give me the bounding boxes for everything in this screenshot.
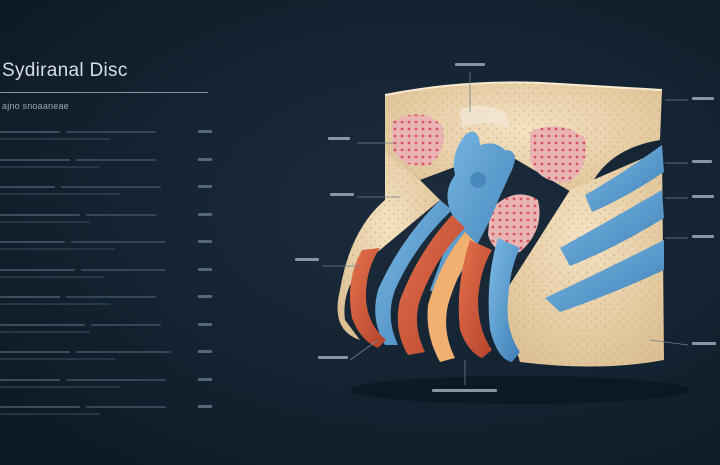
- legend-row-text: [0, 296, 60, 298]
- legend-row: [0, 238, 212, 250]
- marrow-cavities: [392, 114, 586, 254]
- legend-row-text: [0, 323, 85, 326]
- left-bone-wall: [337, 150, 440, 340]
- legend-row-subtext: [0, 248, 115, 250]
- legend-row-subtext: [0, 303, 110, 305]
- legend-row-text: [0, 268, 75, 271]
- legend-row-subtext: [0, 330, 90, 333]
- legend-row-text: [0, 213, 80, 216]
- diagram-title: Sydiranal Disc: [2, 60, 128, 81]
- legend-row-text: [81, 268, 166, 271]
- legend-row-value: [198, 212, 212, 216]
- legend-row-value: [198, 350, 212, 353]
- legend-row-value: [198, 322, 212, 326]
- annulus-layers: [349, 200, 520, 362]
- legend-row-subtext: [0, 385, 120, 388]
- legend-row-text: [86, 213, 156, 216]
- legend-row: [0, 321, 212, 333]
- legend-row-subtext: [0, 358, 115, 360]
- legend-row: [0, 211, 212, 223]
- legend-row: [0, 348, 212, 360]
- legend-row-value: [198, 130, 212, 133]
- legend-row-text: [66, 296, 156, 298]
- legend-row-text: [0, 378, 60, 381]
- legend-row-text: [0, 158, 70, 161]
- legend-row-text: [66, 131, 156, 133]
- legend-row-value: [198, 405, 212, 408]
- callout-lines: [322, 72, 689, 385]
- diagram-subtitle: ajno snoaaneae: [2, 101, 69, 111]
- legend-row-subtext: [0, 193, 120, 195]
- legend-row-text: [86, 406, 166, 408]
- legend-row-text: [91, 323, 161, 326]
- legend-row: [0, 293, 212, 305]
- legend-row-subtext: [0, 138, 110, 140]
- legend-row: [0, 376, 212, 388]
- legend-row-value: [198, 267, 212, 271]
- central-canal: [460, 105, 510, 128]
- legend-row-text: [0, 406, 80, 408]
- legend-row-text: [76, 158, 156, 161]
- legend-row-value: [198, 295, 212, 298]
- callout-labels: [295, 63, 716, 392]
- legend-row-subtext: [0, 165, 100, 168]
- upper-vertebra: [384, 81, 663, 200]
- legend-row-subtext: [0, 413, 100, 415]
- legend-row-subtext: [0, 275, 105, 278]
- legend-row-value: [198, 157, 212, 161]
- legend-row: [0, 266, 212, 278]
- legend-row-text: [0, 351, 70, 353]
- legend-row: [0, 403, 212, 415]
- legend-row-value: [198, 240, 212, 243]
- legend-row: [0, 183, 212, 195]
- legend-row-value: [198, 185, 212, 188]
- legend-row-text: [0, 186, 55, 188]
- legend-row-subtext: [0, 220, 90, 223]
- legend-row-text: [0, 131, 60, 133]
- disc-bands: [545, 145, 664, 312]
- legend-row-text: [76, 351, 171, 353]
- legend-row: [0, 128, 212, 140]
- legend-row-text: [61, 186, 161, 188]
- legend-row-value: [198, 377, 212, 381]
- legend-row-text: [66, 378, 166, 381]
- legend-row-text: [0, 241, 65, 243]
- title-divider: [0, 92, 208, 93]
- legend-row-text: [71, 241, 166, 243]
- legend-row: [0, 156, 212, 168]
